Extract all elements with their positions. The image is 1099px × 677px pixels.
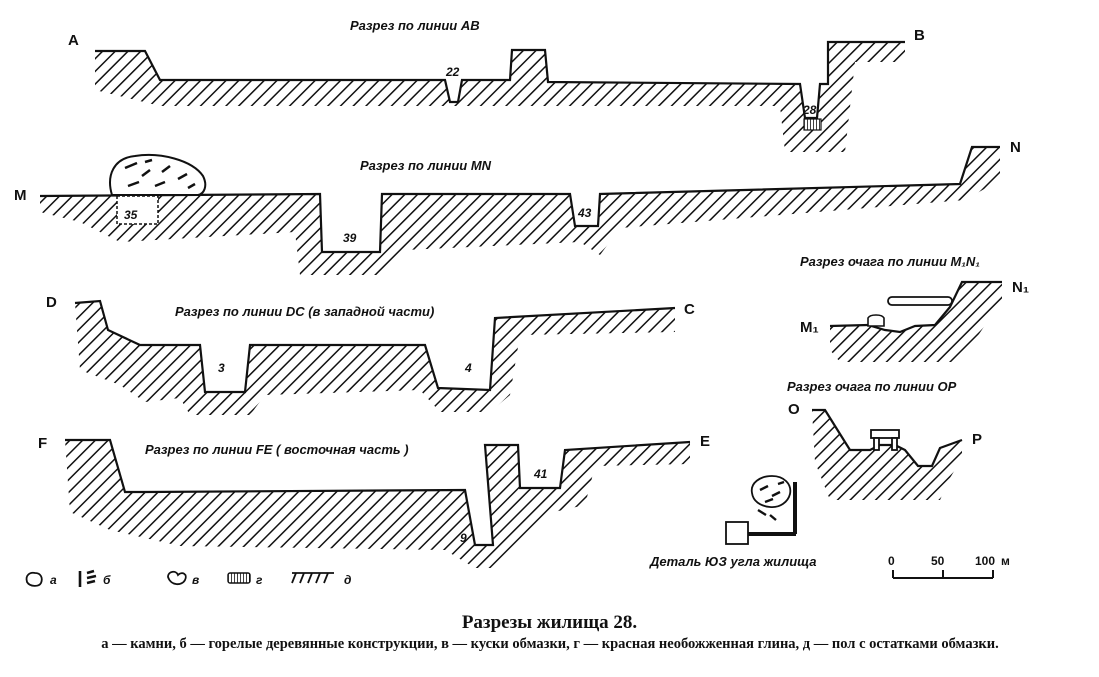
section-op: Разрез очага по линии OP O P	[787, 379, 982, 500]
section-dc-end-label: C	[684, 301, 695, 318]
section-dc: Разрез по линии DC (в западной части) D …	[46, 294, 695, 415]
legend-item-burnt-wood: б	[78, 569, 111, 587]
section-mn: Разрез по линии MN M N 35 39 43	[14, 139, 1021, 275]
section-mn-surface	[39, 145, 1000, 254]
section-fe-title: Разрез по линии FE ( восточная часть )	[145, 442, 409, 457]
section-ab-soil	[95, 42, 905, 152]
section-fe-surface	[65, 438, 691, 547]
scale-label-0: 0	[888, 554, 895, 568]
legend-letter-d: д	[344, 573, 351, 587]
pit-35-label: 35	[124, 208, 138, 222]
figure-caption-title: Разрезы жилища 28.	[461, 612, 638, 633]
pit-41-label: 41	[533, 467, 548, 481]
figure-caption-description: а — камни, б — горелые деревянные констр…	[101, 636, 999, 652]
red-clay-icon	[227, 572, 251, 584]
pit-28-label: 28	[802, 103, 817, 117]
legend-letter-a: а	[50, 573, 57, 587]
section-fe-end-label: E	[700, 433, 710, 450]
section-fe-start-label: F	[38, 435, 47, 452]
pit-39-label: 39	[343, 231, 357, 245]
daub-piece-icon	[109, 154, 207, 196]
section-ab-start-label: A	[68, 32, 79, 49]
pit-35-fill	[116, 195, 159, 225]
detail-sw-corner: Деталь ЮЗ угла жилища	[649, 475, 817, 569]
pit-9-label: 9	[460, 531, 467, 545]
section-mn-title: Разрез по линии MN	[360, 158, 492, 173]
section-dc-start-label: D	[46, 294, 57, 311]
legend-letter-b: б	[103, 573, 111, 587]
section-m1n1-title: Разрез очага по линии M₁N₁	[800, 254, 980, 269]
section-op-soil	[812, 410, 962, 500]
burnt-wood-icon	[78, 569, 97, 587]
section-op-end-label: P	[972, 431, 982, 448]
stone-icon	[867, 314, 885, 327]
floor-icon	[291, 572, 334, 584]
section-mn-start-label: M	[14, 187, 27, 204]
legend-item-red-clay: г	[227, 572, 263, 587]
daub-icon	[167, 570, 187, 586]
section-fe: Разрез по линии FE ( восточная часть ) F…	[38, 433, 710, 568]
legend-item-stone: а	[25, 571, 57, 587]
section-dc-title: Разрез по линии DC (в западной части)	[175, 304, 434, 319]
daub-slab	[887, 296, 953, 306]
section-m1n1-soil	[830, 282, 1002, 362]
section-dc-surface	[74, 299, 676, 394]
section-op-start-label: O	[788, 401, 800, 418]
section-ab-end-label: B	[914, 27, 925, 44]
red-clay-block-28	[803, 118, 822, 131]
sections-figure: Разрез по линии AB A B 22 28 Разрез по л…	[14, 18, 1029, 587]
detail-daub-icon	[750, 475, 792, 508]
section-fe-soil	[65, 440, 690, 568]
stone-icon	[25, 571, 43, 587]
section-m1n1-start-label: M₁	[800, 319, 819, 336]
section-ab-title: Разрез по линии AB	[350, 18, 480, 33]
detail-stone-icon	[725, 521, 749, 545]
detail-label: Деталь ЮЗ угла жилища	[649, 554, 817, 569]
detail-burnt-wood-marks	[757, 480, 785, 521]
scale-label-100: 100	[975, 554, 995, 568]
section-m1n1: Разрез очага по линии M₁N₁ M₁ N₁	[800, 254, 1029, 362]
legend: а б в г д	[25, 569, 351, 587]
section-mn-soil	[40, 147, 1000, 275]
section-ab: Разрез по линии AB A B 22 28	[68, 18, 925, 152]
section-m1n1-end-label: N₁	[1012, 279, 1029, 296]
pit-43-label: 43	[577, 206, 592, 220]
burnt-wood-marks	[124, 158, 196, 190]
pit-4-label: 4	[464, 361, 472, 375]
pit-3-label: 3	[218, 361, 225, 375]
section-mn-end-label: N	[1010, 139, 1021, 156]
scale-unit: м	[1001, 554, 1010, 568]
scale-bar: 0 50 100 м	[888, 554, 1010, 579]
legend-item-daub: в	[167, 570, 199, 587]
legend-letter-v: в	[192, 573, 199, 587]
legend-letter-g: г	[256, 573, 263, 587]
section-op-title: Разрез очага по линии OP	[787, 379, 957, 394]
legend-item-floor: д	[291, 572, 351, 587]
scale-label-50: 50	[931, 554, 945, 568]
pit-22-label: 22	[445, 65, 460, 79]
hearth-stones-icon	[870, 429, 900, 451]
section-dc-soil	[75, 301, 675, 415]
section-ab-surface	[95, 40, 905, 120]
